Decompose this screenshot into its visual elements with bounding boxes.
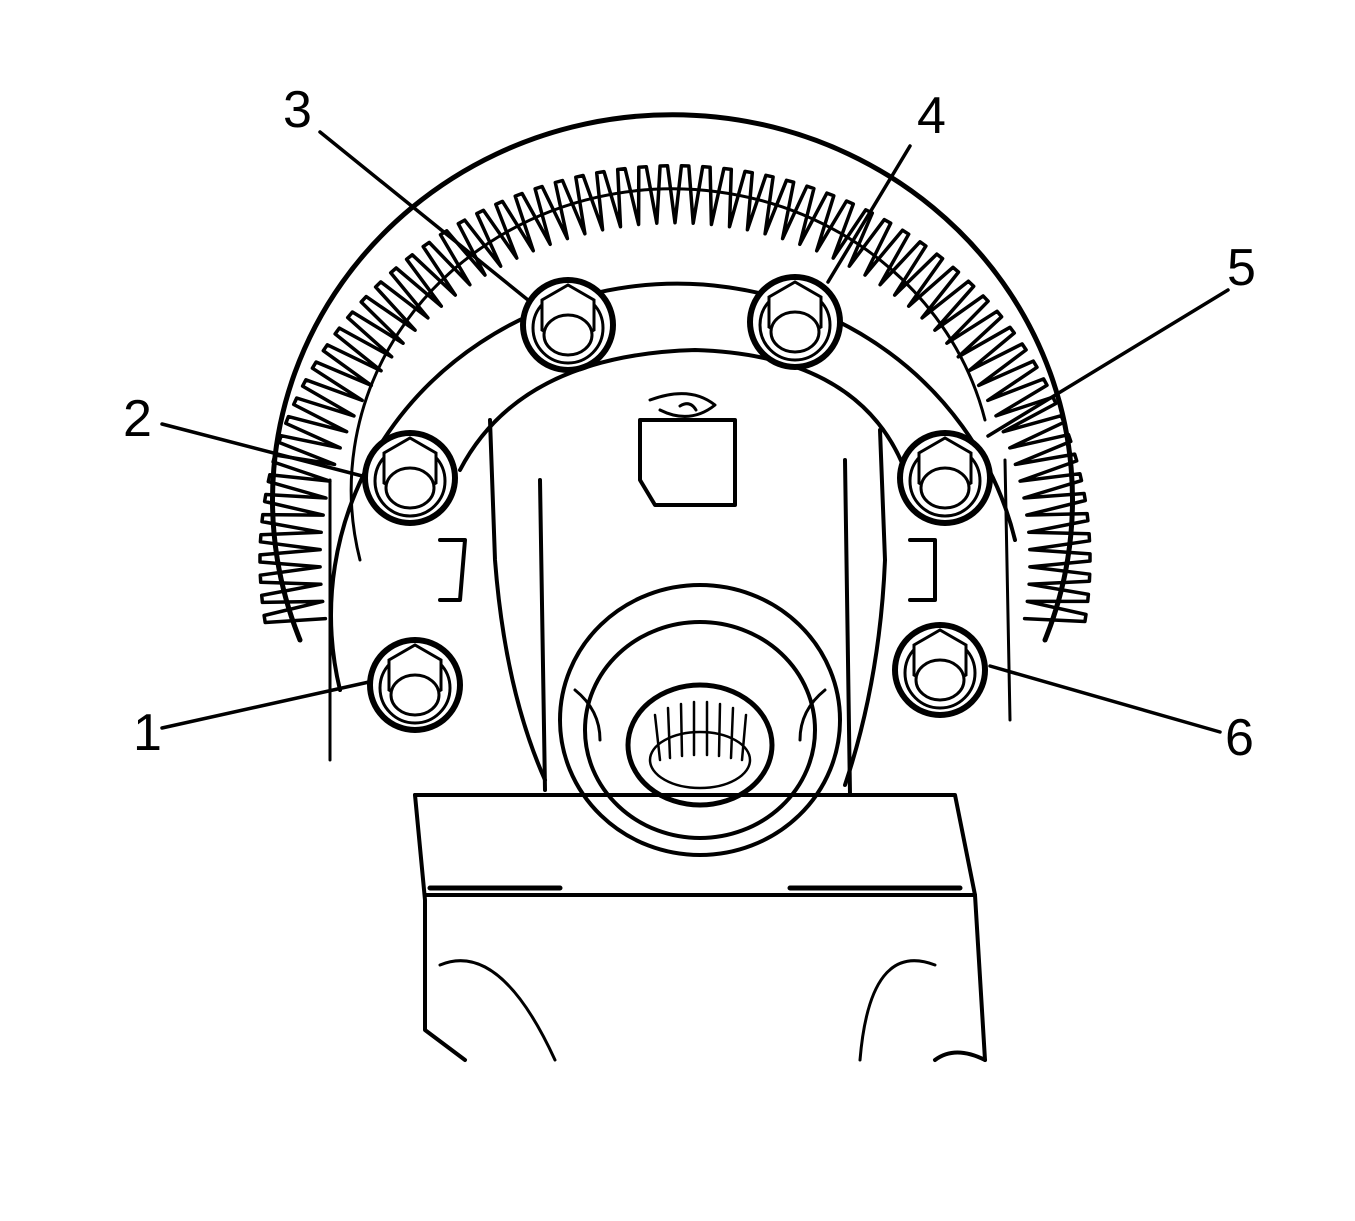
differential-case xyxy=(438,348,937,797)
callout-label-4: 4 xyxy=(917,87,946,145)
leader-lines xyxy=(160,130,1230,734)
callout-label-6: 6 xyxy=(1225,709,1254,767)
bolt-4 xyxy=(747,274,843,370)
callout-label-2: 2 xyxy=(123,390,152,448)
leader-line-4 xyxy=(826,144,912,284)
leader-line-3 xyxy=(318,130,530,302)
bolt-3 xyxy=(520,277,616,373)
leader-line-5 xyxy=(986,288,1230,438)
bolt-6 xyxy=(892,622,988,718)
callout-label-5: 5 xyxy=(1227,239,1256,297)
bolts xyxy=(362,274,993,733)
bolt-5 xyxy=(897,430,993,526)
ring-gear-teeth xyxy=(258,164,1092,625)
bolt-1 xyxy=(367,637,463,733)
output-hub xyxy=(558,583,842,857)
callout-label-3: 3 xyxy=(283,81,312,139)
leader-line-1 xyxy=(160,678,380,730)
leader-line-2 xyxy=(160,422,372,480)
bolt-2 xyxy=(362,430,458,526)
leader-line-6 xyxy=(988,664,1222,734)
holding-fixture xyxy=(413,793,987,1062)
gear-tooth-profile xyxy=(258,164,1092,625)
callout-label-1: 1 xyxy=(133,704,162,762)
